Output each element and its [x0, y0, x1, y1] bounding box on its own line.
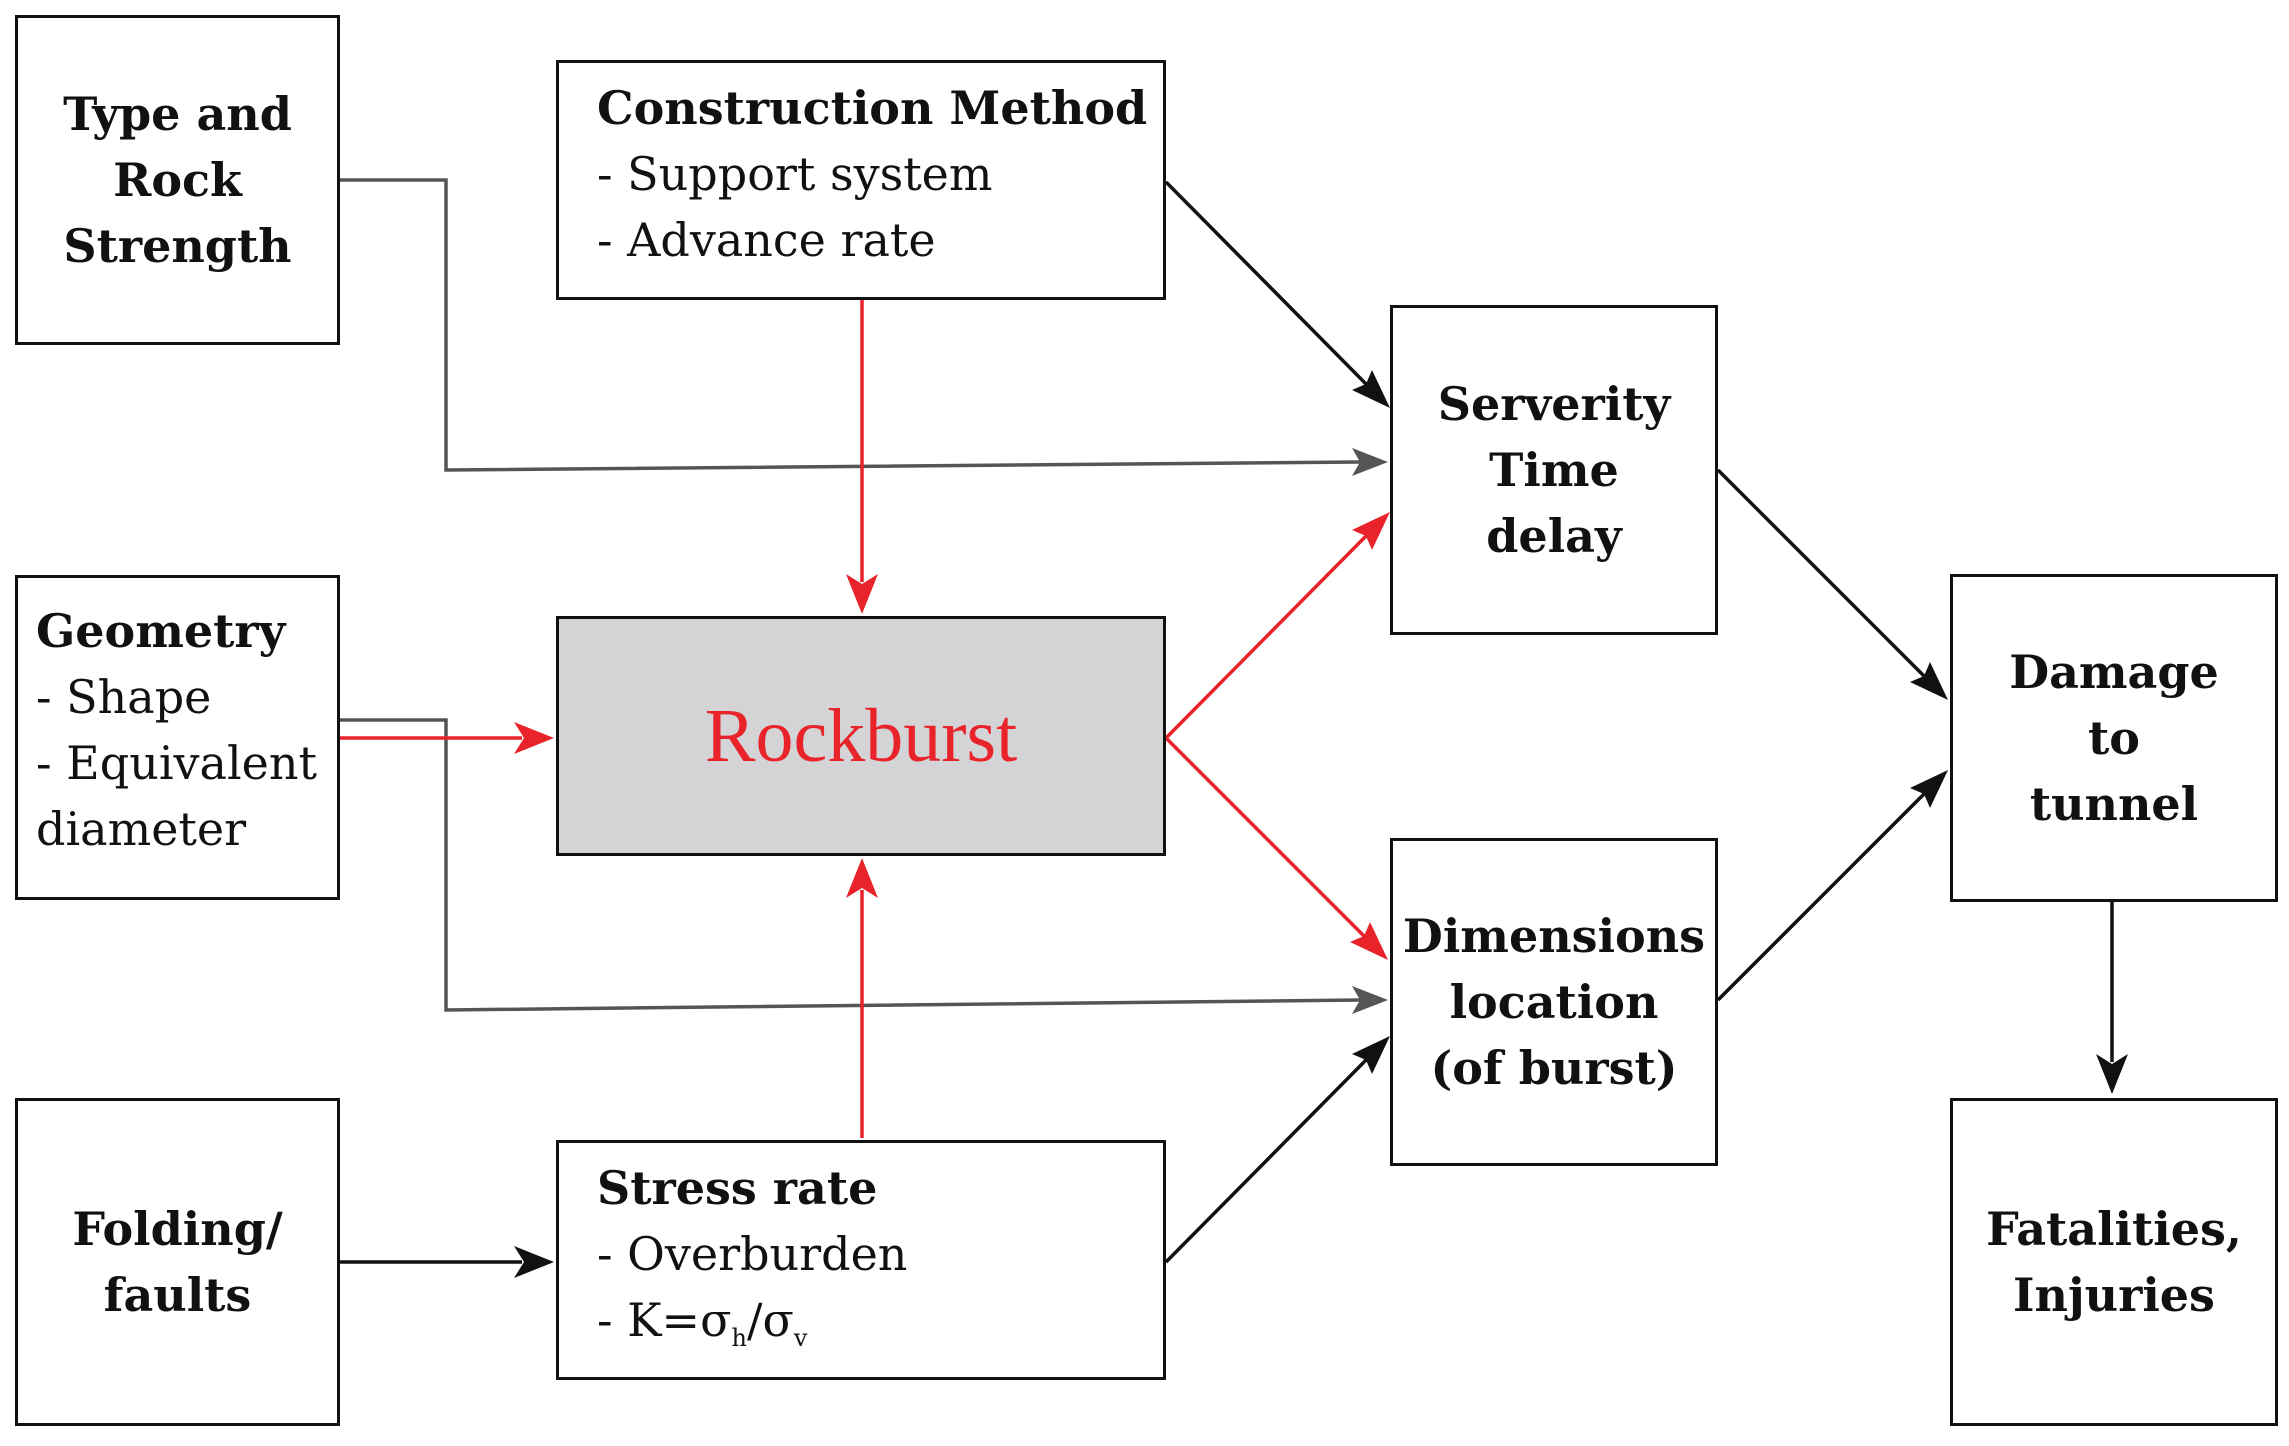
node-item: - Overburden: [597, 1227, 908, 1281]
node-type-rock-strength: Type and Rock Strength: [15, 15, 340, 345]
node-text-line: Serverity: [1437, 377, 1671, 431]
node-geometry: Geometry - Shape - Equivalent diameter: [15, 575, 340, 900]
arrowhead-severity-red: [1352, 512, 1390, 550]
node-fatalities-injuries: Fatalities, Injuries: [1950, 1098, 2278, 1426]
node-text-line: Injuries: [2013, 1268, 2215, 1322]
node-item: - Support system: [597, 147, 993, 201]
stress-k-ratio: - K=σh/σv: [597, 1287, 1163, 1371]
link-dimensions-to-damage: [1716, 790, 1928, 1002]
node-text-line: to: [2088, 711, 2140, 765]
node-title: Stress rate: [597, 1161, 878, 1215]
node-text-line: (of burst): [1430, 1041, 1678, 1095]
arrowhead-dimensions-gray: [1352, 986, 1388, 1014]
arrowhead-severity-black: [1352, 370, 1390, 408]
node-title: Geometry: [36, 604, 286, 658]
node-rockburst: Rockburst: [556, 616, 1166, 856]
rockburst-label: Rockburst: [704, 694, 1018, 778]
link-geometry-to-dimensions: [340, 718, 1361, 1012]
arrowhead-rockburst-bottom: [846, 858, 878, 898]
k-mid: /σ: [746, 1293, 794, 1347]
link-rockburst-to-severity: [1164, 532, 1370, 740]
node-text-line: Dimensions: [1402, 909, 1706, 963]
node-item: - Equivalent: [36, 736, 317, 790]
node-damage-to-tunnel: Damage to tunnel: [1950, 574, 2278, 902]
link-construction-to-severity: [1164, 180, 1370, 388]
arrowhead-rockburst-left: [514, 722, 554, 754]
k-prefix: - K=σ: [597, 1293, 732, 1347]
link-type-to-severity: [340, 178, 1361, 472]
node-item: diameter: [36, 802, 247, 856]
link-rockburst-to-dimensions: [1164, 736, 1368, 940]
node-text-line: Time: [1489, 443, 1619, 497]
k-sub-h: h: [731, 1324, 747, 1353]
node-text-line: Type and: [63, 87, 292, 141]
node-text-line: Fatalities,: [1986, 1202, 2242, 1256]
arrowhead-dimensions-red: [1350, 922, 1388, 960]
node-text-line: Folding/: [72, 1202, 283, 1256]
node-text-line: location: [1449, 975, 1659, 1029]
node-text-line: Rock: [113, 153, 242, 207]
node-item: - Shape: [36, 670, 212, 724]
arrowhead-damage-bottom: [1910, 770, 1948, 808]
node-text-line: faults: [103, 1268, 252, 1322]
arrowhead-fatalities: [2096, 1054, 2128, 1094]
arrowhead-dimensions-black: [1352, 1036, 1390, 1074]
arrowhead-stress: [514, 1246, 554, 1278]
link-severity-to-damage: [1716, 468, 1928, 680]
node-text-line: Damage: [2009, 645, 2219, 699]
node-text-line: Strength: [63, 219, 292, 273]
node-folding-faults: Folding/ faults: [15, 1098, 340, 1426]
link-stress-to-dimensions: [1164, 1056, 1370, 1264]
node-title: Construction Method: [597, 81, 1148, 135]
arrowhead-rockburst-top: [846, 574, 878, 614]
arrowhead-damage-top: [1910, 662, 1948, 700]
node-construction-method: Construction Method - Support system - A…: [556, 60, 1166, 300]
arrowhead-severity-gray: [1352, 448, 1388, 476]
k-sub-v: v: [793, 1324, 808, 1353]
node-item: - Advance rate: [597, 213, 936, 267]
node-text-line: tunnel: [2029, 777, 2199, 831]
node-text-line: delay: [1486, 509, 1622, 563]
node-severity: Serverity Time delay: [1390, 305, 1718, 635]
node-dimensions: Dimensions location (of burst): [1390, 838, 1718, 1166]
node-stress-rate: Stress rate - Overburden - K=σh/σv: [556, 1140, 1166, 1380]
